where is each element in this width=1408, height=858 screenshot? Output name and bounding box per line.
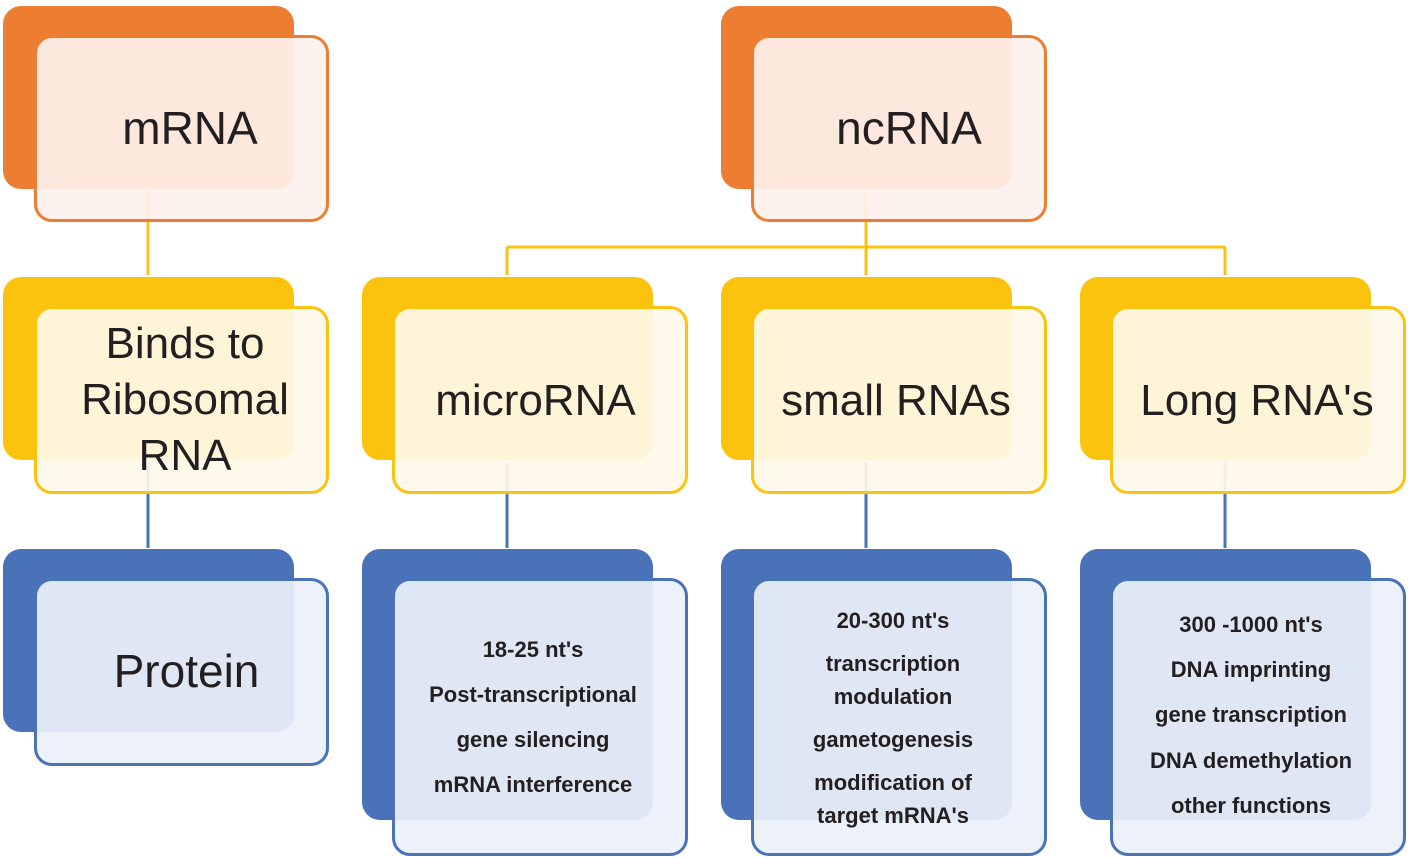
binds-front-shape <box>34 306 329 494</box>
long-detail-2: DNA imprinting <box>1170 657 1332 683</box>
small-detail-1: 20-300 nt's <box>836 608 950 633</box>
long-rnas-front-shape <box>1110 306 1406 494</box>
small-rnas-label: small RNAs <box>781 375 1011 425</box>
small-detail-6: target mRNA's <box>817 803 969 828</box>
long-rnas-label: Long RNA's <box>1140 375 1374 425</box>
mrna-front-shape <box>34 35 329 222</box>
small-rnas-details-label: 20-300 nt's transcription modulation gam… <box>751 598 1035 838</box>
binds-line-2: Ribosomal <box>81 375 289 425</box>
long-detail-3: gene transcription <box>1155 702 1347 728</box>
microrna-label: microRNA <box>435 375 636 425</box>
protein-front-shape <box>34 578 329 766</box>
microrna-details-front-shape <box>392 578 688 856</box>
ncrna-label: ncRNA <box>836 101 982 154</box>
binds-label: Binds to Ribosomal RNA <box>34 306 336 494</box>
microrna-detail-1: 18-25 nt's <box>482 636 584 662</box>
mrna-label: mRNA <box>122 101 258 154</box>
binds-line-3: RNA <box>138 430 232 480</box>
small-rnas-details-front-shape <box>751 578 1047 856</box>
small-detail-5: modification of <box>814 770 972 795</box>
long-rnas-details-label: 300 -1000 nt's DNA imprinting gene trans… <box>1110 602 1392 828</box>
microrna-detail-4: mRNA interference <box>433 772 633 798</box>
small-rnas-front-shape <box>751 306 1047 494</box>
protein-label: Protein <box>113 645 260 698</box>
long-rnas-details-front-shape <box>1110 578 1406 856</box>
small-detail-2: transcription <box>825 651 961 676</box>
ncrna-front-shape <box>751 35 1047 222</box>
microrna-details-label: 18-25 nt's Post-transcriptional gene sil… <box>392 632 674 802</box>
long-detail-5: other functions <box>1170 792 1332 818</box>
microrna-detail-2: Post-transcriptional <box>429 681 637 707</box>
small-detail-3: modulation <box>833 684 953 709</box>
microrna-front-shape <box>392 306 688 494</box>
long-detail-4: DNA demethylation <box>1149 747 1353 773</box>
binds-line-1: Binds to <box>105 319 265 369</box>
microrna-detail-3: gene silencing <box>456 727 610 752</box>
long-detail-1: 300 -1000 nt's <box>1179 612 1323 638</box>
small-detail-4: gametogenesis <box>812 727 974 752</box>
